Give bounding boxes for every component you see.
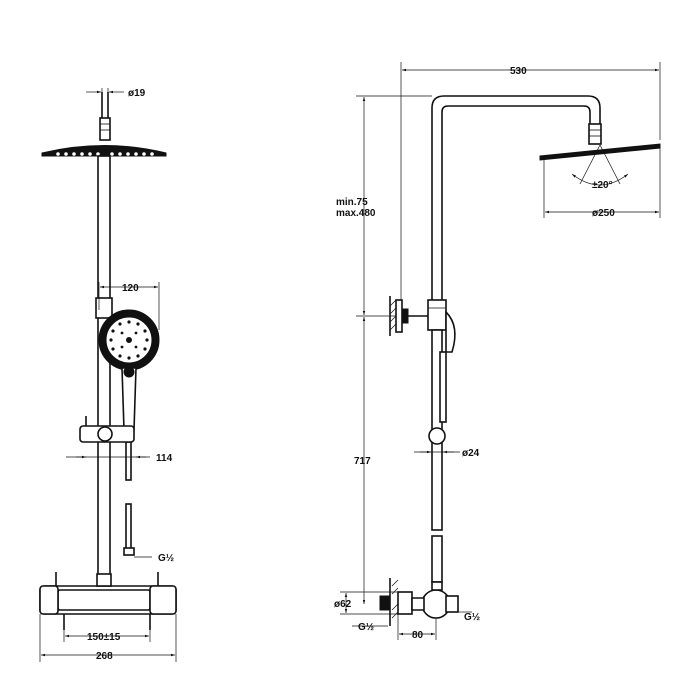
front-mixer-outlet	[96, 573, 112, 587]
hand-shower-jets	[109, 320, 149, 360]
front-mixer-handle-left	[39, 585, 59, 615]
front-hand-shower-button	[123, 366, 135, 378]
side-wall-plate-upper	[395, 299, 403, 333]
dim-holder-dia: ø24	[462, 448, 480, 459]
dim-height-max: max.480	[336, 208, 376, 219]
front-shower-nozzles	[56, 152, 154, 156]
front-shower-head	[41, 145, 167, 157]
dim-inlet-thread: G½	[358, 622, 374, 633]
dim-pipe-dia: ø19	[128, 88, 146, 99]
front-mixer-handle-right	[149, 585, 177, 615]
dim-holder-projection: 114	[156, 453, 173, 464]
dim-height-min: min.75	[336, 197, 368, 208]
side-upper-holder	[427, 299, 447, 331]
side-shower-head	[539, 143, 661, 161]
front-view: ø19 120	[39, 88, 177, 662]
dim-arm-reach: 530	[510, 66, 527, 77]
dim-column-height: 717	[354, 456, 371, 467]
front-hose-lower	[125, 503, 132, 551]
front-riser-pipe	[97, 155, 111, 581]
dim-overall-width: 268	[96, 651, 113, 662]
side-shower-arm	[431, 95, 601, 300]
side-view: ±20° ø250 530 min.75 max.480	[334, 62, 661, 641]
dim-inlet-spacing: 150±15	[87, 632, 121, 643]
dim-outlet-thread: G½	[464, 612, 480, 623]
front-top-connector	[99, 117, 111, 141]
dim-hand-shower-width: 120	[122, 283, 139, 294]
dim-head-angle: ±20°	[592, 180, 613, 191]
dim-wall-offset: 80	[412, 630, 424, 641]
side-hand-shower	[445, 310, 456, 353]
dim-thread-hose: G½	[158, 553, 174, 564]
side-slider-holder	[428, 427, 446, 445]
front-hose-upper	[125, 441, 132, 481]
side-escutcheon	[397, 591, 413, 615]
side-arm-connector	[588, 123, 602, 145]
dim-head-dia: ø250	[592, 208, 615, 219]
dim-escutcheon-dia: ø62	[334, 599, 352, 610]
front-upper-holder	[95, 297, 113, 319]
